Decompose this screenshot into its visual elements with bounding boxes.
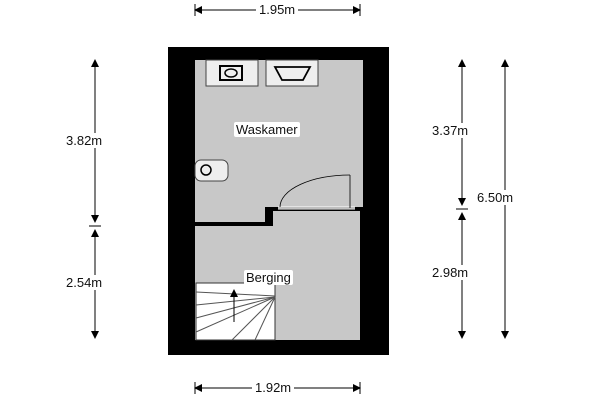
sink-icon [265,59,319,87]
dim-left-lower: 2.54m [66,275,103,290]
staircase[interactable] [195,282,276,341]
berging-floor-step [273,211,360,231]
dim-top-width: 1.95m [256,2,299,17]
dim-right-upper: 3.37m [432,123,469,138]
dim-right-lower: 2.98m [432,265,469,280]
boiler-icon [194,159,229,182]
room-label-waskamer: Waskamer [234,122,300,137]
washing-machine-icon [205,59,259,87]
dim-left-upper: 3.82m [66,133,103,148]
door[interactable] [278,174,355,210]
dim-right-total: 6.50m [477,190,514,205]
waskamer-floor-lower [195,200,265,222]
room-label-berging: Berging [244,270,293,285]
dim-bottom-width: 1.92m [252,380,295,395]
